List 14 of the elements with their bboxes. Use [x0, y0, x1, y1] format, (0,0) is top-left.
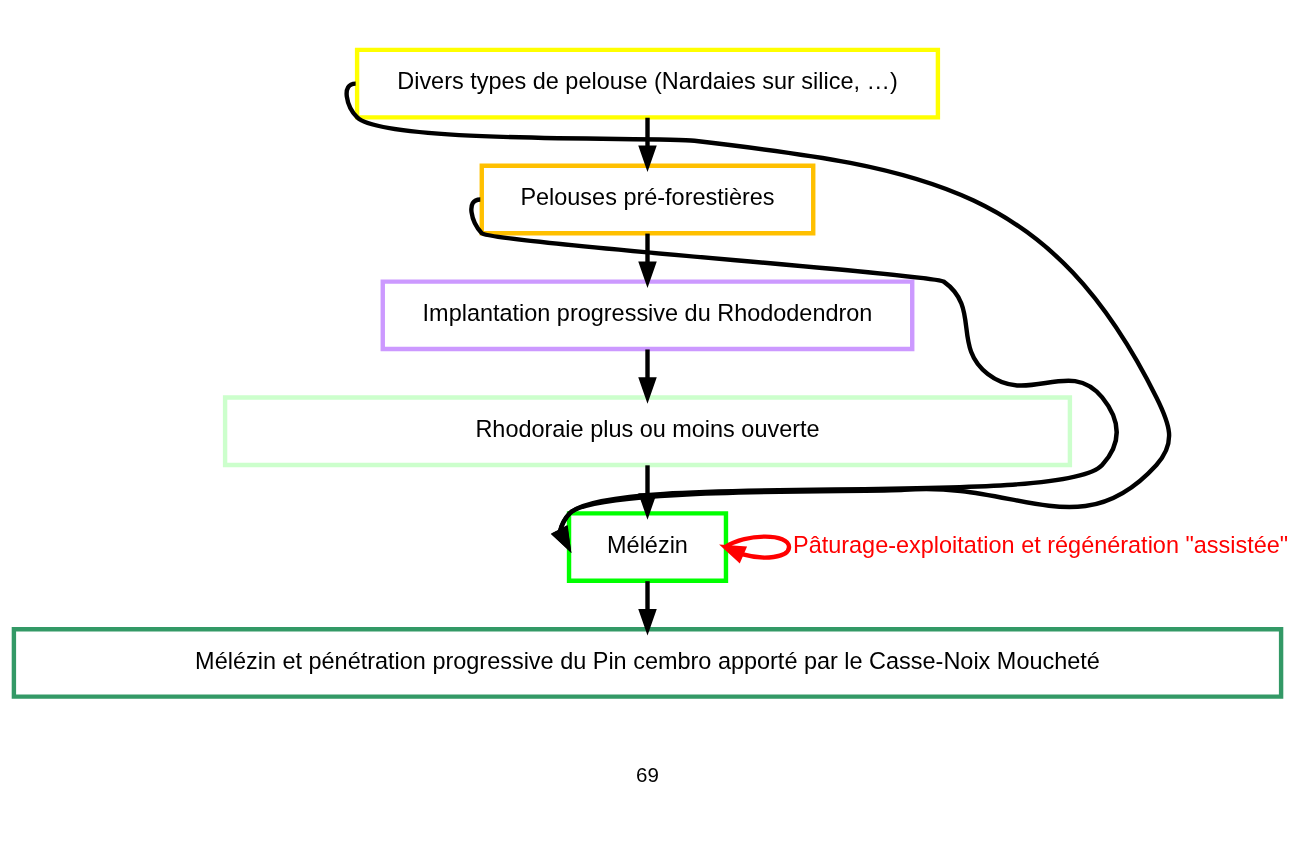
node-box: Mélézin: [566, 511, 729, 583]
arrow: [638, 581, 657, 636]
node-box: Rhodoraie plus ou moins ouverte: [222, 395, 1073, 468]
label: 69: [636, 763, 659, 787]
arrow: [719, 534, 792, 564]
arrow: [638, 117, 657, 173]
node-box: Mélézin et pénétration progressive du Pin cembro apporté par le Casse-Noix Moucheté: [11, 627, 1284, 699]
arrow: [638, 233, 657, 288]
arrow: [638, 349, 657, 404]
node-box: Pelouses pré-forestières: [479, 163, 816, 236]
arrow: [638, 465, 657, 520]
edge-label: Pâturage-exploitation et régénération "assistée": [793, 531, 1289, 558]
node-box: Implantation progressive du Rhododendron: [380, 279, 915, 352]
node-box: Divers types de pelouse (Nardaies sur silice, …): [354, 47, 941, 120]
